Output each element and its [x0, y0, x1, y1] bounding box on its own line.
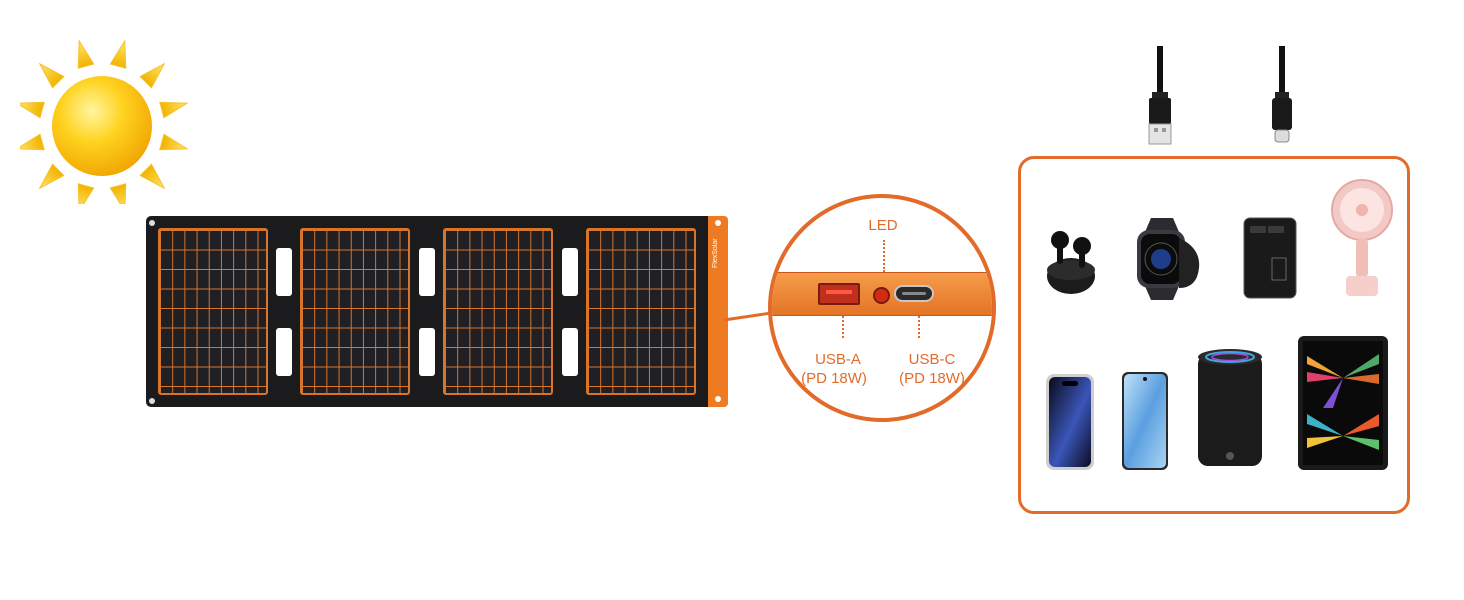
- usb-c-cable-icon: [1272, 46, 1292, 143]
- solar-cell: [292, 220, 418, 403]
- grommet-icon: [149, 220, 155, 226]
- panel-hinge-gap: [276, 328, 292, 376]
- usb-c-leader-line: [918, 316, 920, 338]
- usb-c-spec: (PD 18W): [899, 370, 965, 387]
- solar-cell: [578, 220, 704, 403]
- panel-hinge-gap: [562, 328, 578, 376]
- power-bank-icon: [1243, 217, 1297, 299]
- grommet-icon: [715, 396, 721, 402]
- panel-hinge-gap: [419, 248, 435, 296]
- usb-a-leader-line: [842, 316, 844, 338]
- usb-a-port-icon: [818, 283, 860, 305]
- solar-cell: [150, 220, 276, 403]
- panel-hinge-gap: [419, 328, 435, 376]
- android-phone-icon: [1122, 372, 1168, 470]
- led-leader-line: [883, 240, 885, 272]
- port-strip: [772, 272, 992, 316]
- panel-brand-label: FlexSolar: [712, 238, 719, 268]
- compatible-devices-box: [1018, 156, 1410, 514]
- smartwatch-icon: [1137, 218, 1200, 300]
- led-indicator-icon: [873, 287, 890, 304]
- panel-hinge-gap: [276, 248, 292, 296]
- panel-hinge-gap: [562, 248, 578, 296]
- tablet-icon: [1298, 336, 1388, 470]
- iphone-icon: [1046, 374, 1094, 470]
- grommet-icon: [149, 398, 155, 404]
- grommet-icon: [715, 220, 721, 226]
- solar-cell: [435, 220, 561, 403]
- usb-c-label: USB-C: [908, 351, 956, 368]
- sun-icon: [20, 39, 189, 204]
- smart-speaker-icon: [1198, 349, 1262, 466]
- solar-panel: FlexSolar: [146, 216, 728, 407]
- usb-a-label: USB-A: [815, 351, 861, 368]
- usb-c-port-icon: [894, 285, 934, 302]
- usb-a-spec: (PD 18W): [801, 370, 867, 387]
- port-callout-magnifier: LED USB-A (PD 18W) USB-C (PD 18W): [768, 194, 996, 422]
- panel-orange-strip: FlexSolar: [708, 216, 728, 407]
- usb-a-cable-icon: [1148, 46, 1172, 145]
- earbuds-icon: [1047, 231, 1095, 294]
- led-label: LED: [868, 217, 898, 234]
- handheld-fan-icon: [1331, 179, 1393, 296]
